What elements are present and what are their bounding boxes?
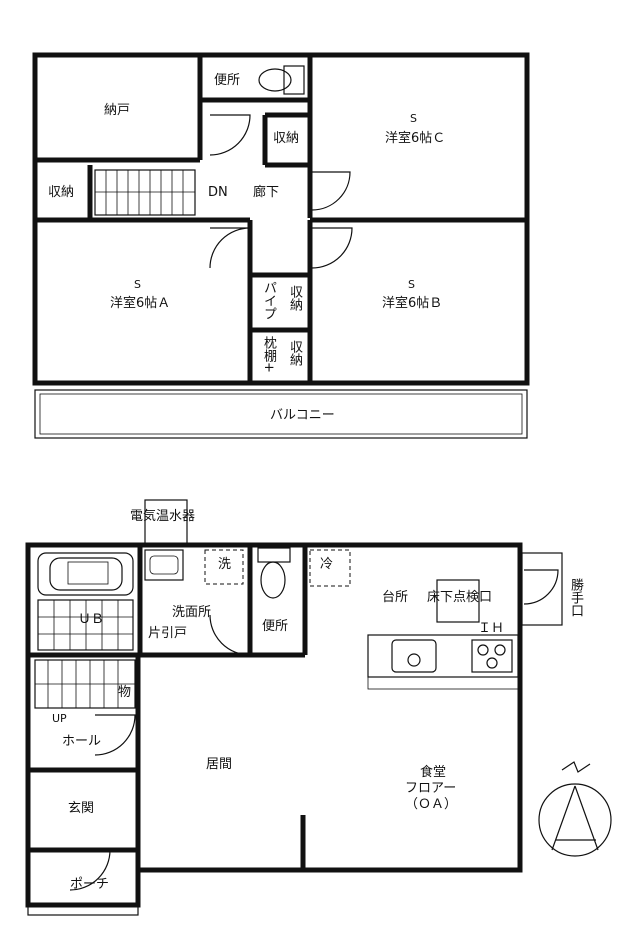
label-floor-hatch: 床下点検口: [427, 590, 493, 605]
upper-stairs: [94, 169, 196, 216]
room-living: 居間: [206, 757, 233, 772]
room-nando: 納戸: [104, 103, 131, 118]
s-mark-a: S: [134, 278, 141, 291]
room-shelf: 枕棚+: [261, 336, 276, 373]
stair-dn-label: DN: [208, 185, 228, 200]
label-water-heater: 電気温水器: [130, 509, 196, 524]
balcony-rail: [39, 393, 523, 435]
room-washroom: 洗面所: [172, 605, 212, 620]
balcony-outline: [34, 389, 528, 439]
room-hall: ホール: [62, 734, 102, 749]
s-mark-c: S: [410, 112, 417, 125]
water-heater-box: [144, 499, 188, 546]
room-storage-pipe: 収納: [287, 285, 302, 311]
room-western-c: 洋室6帖Ｃ: [385, 131, 446, 146]
label-washer: 洗: [218, 557, 232, 572]
room-western-b: 洋室6帖Ｂ: [382, 296, 443, 311]
room-porch: ポーチ: [70, 877, 110, 892]
room-entrance: 玄関: [68, 801, 95, 816]
lower-toilet-fixture: [257, 547, 291, 599]
room-western-a: 洋室6帖Ａ: [110, 296, 171, 311]
service-door-swing: [523, 569, 559, 605]
upper-toilet-fixture: [258, 65, 305, 95]
room-kitchen: 台所: [382, 590, 409, 605]
room-lower-toilet: 便所: [262, 619, 289, 634]
bathtub: [37, 552, 134, 596]
upper-floor-walls: [32, 52, 530, 386]
s-mark-b: S: [408, 278, 415, 291]
label-sliding-door: 片引戸: [148, 626, 188, 641]
lower-stairs: [34, 659, 136, 709]
room-upper-toilet: 便所: [214, 73, 241, 88]
service-door-box: [521, 552, 563, 626]
room-pipe: パイプ: [261, 281, 276, 320]
label-service-door: 勝手口: [568, 578, 583, 617]
kitchen-counter: [367, 634, 519, 690]
label-oa: （ＯＡ）: [405, 797, 458, 812]
room-balcony: バルコニー: [270, 408, 335, 423]
north-compass: [538, 761, 612, 857]
lower-door-swings: [69, 614, 251, 891]
label-flooring: フロアー: [405, 781, 457, 796]
room-storage-c: 収納: [273, 131, 300, 146]
floor-hatch: [436, 579, 480, 623]
fridge-space: [309, 549, 351, 587]
label-fridge: 冷: [320, 557, 334, 572]
room-hallway: 廊下: [253, 185, 280, 200]
room-storage-shelf: 収納: [287, 340, 302, 366]
stair-up-label: UP: [52, 712, 67, 725]
washbasin: [144, 549, 184, 581]
ub-floor-grid: [37, 599, 134, 651]
upper-door-swings: [209, 114, 353, 269]
label-ih: ＩＨ: [478, 621, 505, 636]
room-storage-left: 収納: [48, 185, 75, 200]
room-dining: 食堂: [420, 765, 447, 780]
washing-machine-space: [204, 549, 244, 585]
label-mono: 物: [118, 685, 132, 700]
label-ub: ＵＢ: [78, 612, 105, 627]
